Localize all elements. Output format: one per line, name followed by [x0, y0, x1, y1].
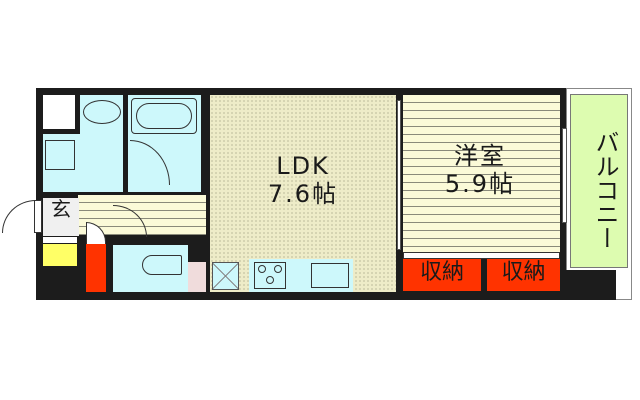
kitchen-counter [249, 259, 353, 292]
balcony-window[interactable] [562, 128, 567, 223]
closet-doors[interactable] [403, 252, 560, 259]
sliding-door[interactable] [397, 100, 401, 250]
stove-icon [254, 262, 286, 289]
bathtub-icon [131, 98, 197, 134]
western-room-label: 洋室 5.9帖 [420, 142, 540, 198]
entrance [43, 198, 79, 236]
front-door[interactable] [34, 200, 42, 233]
ldk-size: 7.6帖 [267, 179, 339, 208]
ldk-label: LDK 7.6帖 [230, 152, 376, 208]
storage-closet-2-label: 収納 [501, 260, 546, 285]
sink-icon [311, 263, 349, 288]
balcony-label: バルコニー [591, 130, 619, 250]
ldk-name: LDK [276, 152, 330, 180]
washroom [43, 134, 123, 192]
entrance-label: 玄 [51, 197, 71, 221]
burner-icon [266, 276, 274, 284]
front-door-swing-icon[interactable] [2, 200, 36, 233]
washbasin-icon [83, 100, 121, 124]
western-room-name: 洋室 [454, 142, 506, 170]
storage-closet-1 [403, 259, 481, 291]
balcony [570, 94, 628, 268]
entrance-storage [86, 244, 106, 292]
bathtub-inner-icon [136, 103, 192, 129]
shoe-box [43, 244, 77, 266]
western-room [403, 95, 560, 253]
balcony-outdoor-unit [566, 270, 616, 300]
western-room-size: 5.9帖 [444, 169, 516, 198]
burner-icon [258, 265, 266, 273]
storage-closet-1-label: 収納 [419, 260, 464, 285]
refrigerator-space [212, 262, 239, 290]
storage-closet-2 [487, 259, 560, 291]
toilet-storage [188, 262, 206, 292]
washer-space [43, 95, 75, 129]
toilet-icon [142, 255, 182, 275]
shoe-box-rim [43, 237, 77, 243]
burner-icon [274, 265, 282, 273]
washer-pan-icon [45, 140, 75, 170]
ldk-room [210, 95, 396, 292]
